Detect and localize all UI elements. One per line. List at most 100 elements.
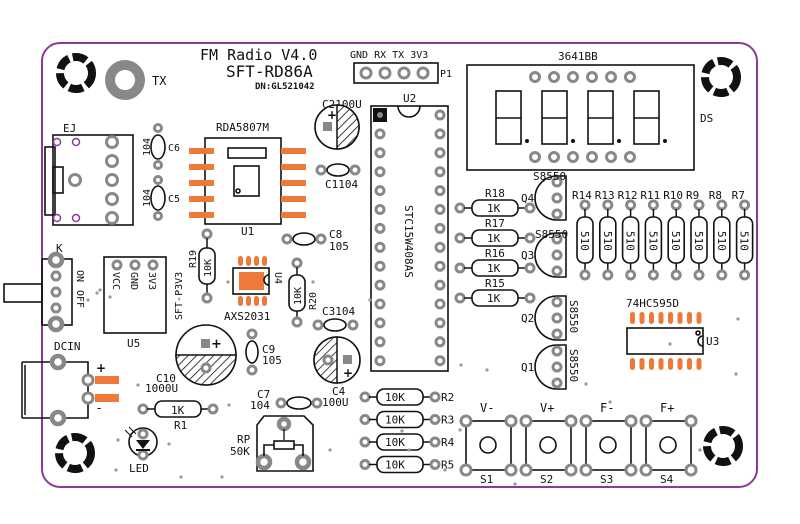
chip-u2: U2 STC15W408AS (370, 92, 449, 372)
u2-pin (434, 355, 446, 367)
potentiometer-rp[interactable]: RP 50K (230, 415, 314, 472)
display-pin (548, 151, 560, 163)
display-pin (605, 151, 617, 163)
display-pin (567, 151, 579, 163)
button-s2[interactable]: V+S2 (519, 401, 578, 486)
led: LED (124, 426, 158, 475)
u2-ref: U2 (403, 92, 416, 105)
resistor-ref: R18 (485, 187, 505, 200)
u2-pin (434, 298, 446, 310)
resistor-ref: R12 (618, 189, 638, 202)
resistor-ref: R9 (686, 189, 699, 202)
resistor-value: 1K (487, 262, 501, 275)
c6-value: 104 (142, 138, 153, 156)
header-p1: GND RX TX 3V3 P1 (350, 50, 452, 84)
mount-hole-bl (55, 433, 95, 473)
board-title: FM Radio V4.0 (200, 46, 317, 64)
resistor-r20: 10K R20 (288, 257, 319, 328)
switch-on-label: ON (74, 270, 85, 282)
transistor-part: S8550 (567, 300, 580, 333)
u4-ref: U4 (272, 272, 283, 284)
smd-pad (639, 358, 645, 370)
smd-pad (639, 312, 645, 324)
smd-pad (677, 312, 683, 324)
smd-pad (281, 164, 306, 170)
c3-label: C3104 (322, 305, 355, 318)
resistor-value: 1K (487, 202, 501, 215)
button-s4[interactable]: F+S4 (639, 401, 698, 486)
u2-pin (374, 336, 386, 348)
display-pin (586, 151, 598, 163)
board-dn: DN:GL521042 (255, 82, 315, 92)
smd-pad (658, 312, 664, 324)
resistor-value: 510 (738, 231, 751, 251)
dc-input-jack[interactable]: DCIN + - (21, 340, 119, 427)
button-label: F+ (660, 401, 674, 415)
led-ref: LED (129, 462, 149, 475)
button-label: V- (480, 401, 494, 415)
display-pin (567, 71, 579, 83)
transistor-part: S8550 (535, 228, 568, 241)
rp-value: 50K (230, 445, 250, 458)
smd-pad (189, 212, 214, 218)
resistor-ref: R16 (485, 247, 505, 260)
button-s1[interactable]: V-S1 (459, 401, 518, 486)
u2-pin (374, 298, 386, 310)
p1-ref: P1 (440, 69, 452, 80)
u3-ref: U3 (706, 335, 719, 348)
c7-ref: C7 (257, 388, 270, 401)
display-pin (586, 71, 598, 83)
switch-k[interactable]: K ON OFF (3, 242, 85, 333)
smd-pad (687, 312, 692, 324)
u2-pin (374, 222, 386, 234)
c10-ref: C10 (156, 372, 176, 385)
u5-ref: U5 (127, 337, 140, 350)
u5-pin-gnd: GND (128, 272, 139, 290)
via (553, 378, 557, 382)
via (668, 342, 672, 346)
smd-pad (189, 148, 214, 154)
resistor-value: 510 (646, 231, 659, 251)
c7-value: 104 (250, 399, 270, 412)
resistor-r19: 10K R19 (188, 228, 216, 304)
smd-pad (262, 256, 267, 266)
smd-pad (189, 164, 214, 170)
u2-pin (374, 355, 386, 367)
u2-pin (434, 317, 446, 329)
smd-pad (677, 358, 683, 370)
smd-pad (649, 312, 654, 324)
smd-pad (246, 296, 251, 306)
u1-part: RDA5807M (216, 121, 269, 134)
dcin-ref: DCIN (54, 340, 81, 353)
resistor-value: 1K (487, 232, 501, 245)
cap-c5: C5 104 (142, 175, 180, 221)
u2-pin (434, 109, 446, 121)
u2-pin (374, 147, 386, 159)
u2-pin (374, 279, 386, 291)
u2-part: STC15W408AS (402, 205, 415, 278)
via (95, 291, 99, 295)
r20-value: 10K (293, 287, 304, 305)
display-pin (624, 71, 636, 83)
u2-pin (434, 260, 446, 272)
cap-c10: + C10 1000U (145, 324, 237, 395)
button-s3[interactable]: F-S3 (579, 401, 638, 486)
via (368, 298, 372, 302)
smd-pad (687, 358, 692, 370)
via (136, 383, 140, 387)
button-label: V+ (540, 401, 554, 415)
u2-pin-1 (377, 112, 383, 118)
smd-pad (281, 180, 306, 186)
via (311, 280, 315, 284)
u5-pin-3v3: 3V3 (146, 272, 157, 290)
mount-hole-tr (701, 57, 741, 97)
